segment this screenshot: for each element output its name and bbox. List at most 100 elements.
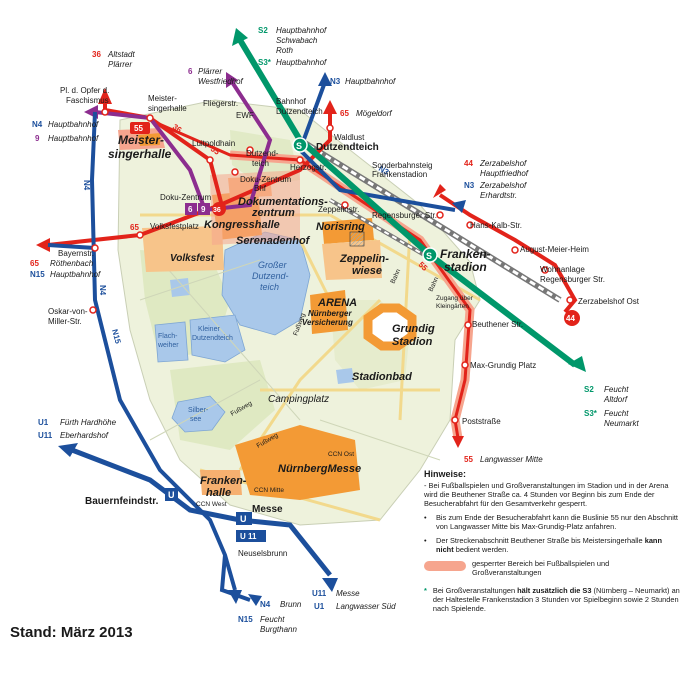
n4-vertical-1: N4 xyxy=(82,180,91,191)
route-n4-bottom xyxy=(219,554,251,602)
route-6-arrow xyxy=(226,72,238,88)
stop-wohnanlage-1: Wohnanlage xyxy=(540,265,585,274)
place-arena-1: ARENA xyxy=(317,297,357,309)
stop-dutzendteich-1: Dutzend- xyxy=(246,149,279,158)
place-silbersee-2: see xyxy=(190,416,201,423)
place-arena-2: Nürnberger xyxy=(308,309,352,318)
stop-sonderbahnsteig-2: Frankenstadion xyxy=(372,170,427,179)
stop-dokuzentrum-1: Doku-Zentrum xyxy=(240,175,291,184)
place-silbersee-1: Silber- xyxy=(188,407,209,414)
stop-oskar-1: Oskar-von- xyxy=(48,307,88,316)
place-ccn-mitte: CCN Mitte xyxy=(254,487,284,494)
s-bahn-arrow-top xyxy=(232,28,248,46)
u1-top-num: U1 xyxy=(38,418,49,427)
n3-top: Hauptbahnhof xyxy=(345,77,396,86)
badge-44: 44 xyxy=(566,314,575,323)
stop-pl-opfer-1: Pl. d. Opfer d. xyxy=(60,86,109,95)
b65-top-num: 65 xyxy=(340,109,349,118)
stop-zeppelinstr: Zeppelinstr. xyxy=(318,205,359,214)
b9-num: 9 xyxy=(35,134,40,143)
notes-heading: Hinweise: xyxy=(424,469,467,479)
route-36-arrow xyxy=(98,88,112,104)
route-44-arrow xyxy=(433,184,446,198)
route-44 xyxy=(438,193,578,314)
place-meistersingerhalle-1: Meister- xyxy=(118,133,164,147)
r65-left: 65 xyxy=(130,223,139,232)
stop-herzogstr: Herzogstr. xyxy=(290,163,326,172)
stop-messe: Messe xyxy=(252,504,283,515)
place-dutzendteich: Dutzendteich xyxy=(316,142,379,153)
bullet-icon: • xyxy=(424,536,427,545)
notes-row-3: • Der Streckenabschnitt Beuthener Straße… xyxy=(424,536,680,559)
route-65-arrow-top xyxy=(323,100,337,114)
notes-p3c: bedient werden. xyxy=(455,545,509,554)
u-symbol-bauernfeind: U xyxy=(168,490,175,500)
route-65 xyxy=(47,110,332,247)
b44-num: 44 xyxy=(464,159,473,168)
n15-left: Hauptbahnhof xyxy=(50,270,101,279)
stop-neuselsbrunn: Neuselsbrunn xyxy=(238,549,287,558)
u1-bot-num: U1 xyxy=(314,602,325,611)
restricted-swatch xyxy=(424,561,466,571)
n15-bot-1: Feucht xyxy=(260,615,285,624)
place-grosser-3: teich xyxy=(260,282,279,292)
s-bahn-arrow-bottom xyxy=(568,356,586,372)
place-zugang-2: Kleingärten xyxy=(436,303,469,310)
minor-paths xyxy=(139,259,441,461)
b36-1: Altstadt xyxy=(107,50,135,59)
notes-p2: Bis zum Ende der Besucherabfahrt kann di… xyxy=(436,513,678,531)
notes-panel: Hinweise: - Bei Fußballspielen und Großv… xyxy=(424,470,680,618)
place-norisring: Norisring xyxy=(316,221,365,233)
place-campingplatz: Campingplatz xyxy=(268,394,329,405)
route-u-line xyxy=(71,447,332,577)
place-kongresshalle: Kongresshalle xyxy=(204,219,280,231)
place-ccn-ost: CCN Ost xyxy=(328,451,354,458)
stop-volksfestplatz: Volksfestplatz xyxy=(150,222,199,231)
s3-bot-num: S3* xyxy=(584,409,598,418)
b36-num: 36 xyxy=(92,50,101,59)
stop-hans-kalb: Hans-Kalb-Str. xyxy=(470,221,522,230)
n4-left: Hauptbahnhof xyxy=(48,120,99,129)
s-bahn-station-frankenstadion xyxy=(422,247,438,263)
grundig-stadion xyxy=(363,303,417,351)
place-serenadenhof: Serenadenhof xyxy=(236,235,311,247)
route-65-arrow-left xyxy=(36,238,50,252)
stop-fliegerstr: Fliegerstr. xyxy=(203,99,238,108)
stop-beuthener: Beuthener Str. xyxy=(472,320,523,329)
route-n3-arrow-right xyxy=(452,200,466,213)
badge-55-box xyxy=(130,122,150,134)
place-frankenhalle-2: halle xyxy=(206,487,231,499)
place-volksfest: Volksfest xyxy=(170,253,215,264)
s2-bot-2: Altdorf xyxy=(603,395,628,404)
place-kleiner-2: Dutzendteich xyxy=(192,335,233,342)
place-frankenstadion-2: stadion xyxy=(444,260,487,274)
s-symbol-frankenstadion: S xyxy=(426,251,432,261)
s2-bot-1: Feucht xyxy=(604,385,629,394)
place-arena-3: Versicherung xyxy=(302,318,353,327)
stop-dokuzentrum-2: Bhf xyxy=(254,184,267,193)
place-zeppelinwiese-1: Zeppelin- xyxy=(339,253,389,265)
place-grundig-2: Stadion xyxy=(392,336,433,348)
place-nurnbergmesse: NürnbergMesse xyxy=(278,463,361,475)
n15-bot-2: Burgthann xyxy=(260,625,297,634)
stop-meistersingerhalle-2: singerhalle xyxy=(148,104,187,113)
u11-bot: Messe xyxy=(336,589,360,598)
b9: Hauptbahnhof xyxy=(48,134,99,143)
route-55-arrow xyxy=(452,436,464,448)
n15-vertical: N15 xyxy=(110,328,123,345)
stop-bahnhof-dutz-2: Dutzendteich xyxy=(276,107,323,116)
badge-6-box xyxy=(185,203,197,215)
n4-bot: Brunn xyxy=(280,600,302,609)
n3-right-2: Erhardtstr. xyxy=(480,191,517,200)
b6-2: Westfriedhof xyxy=(198,77,244,86)
s3-top-1: Hauptbahnhof xyxy=(276,58,327,67)
stop-pl-opfer-2: Faschismus xyxy=(66,96,109,105)
n3-right-num: N3 xyxy=(464,181,475,190)
place-kleiner-1: Kleiner xyxy=(198,326,220,333)
stop-wohnanlage-2: Regensburger Str. xyxy=(540,275,605,284)
place-frankenhalle-1: Franken- xyxy=(200,475,247,487)
badge-44-circle xyxy=(564,310,580,326)
stop-bayernstr: Bayernstr. xyxy=(58,249,94,258)
notes-p3a: Der Streckenabschnitt Beuthener Straße b… xyxy=(436,536,643,545)
